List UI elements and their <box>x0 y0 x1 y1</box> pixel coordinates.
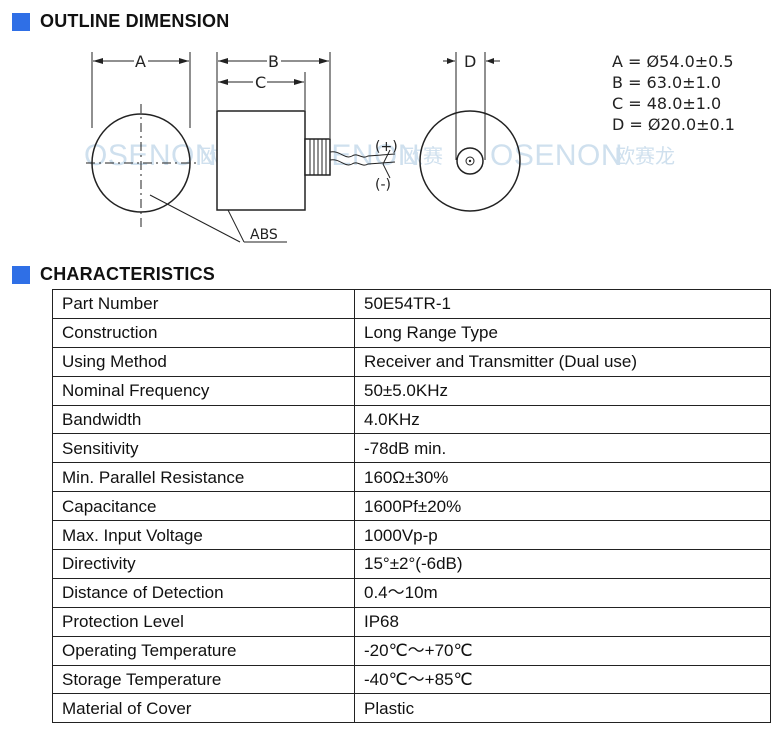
dim-label-d: D <box>464 52 476 71</box>
spec-value-cell: IP68 <box>354 606 771 637</box>
dimension-c: C = 48.0±1.0 <box>612 94 721 113</box>
spec-name-cell: Protection Level <box>52 606 355 637</box>
back-view <box>419 52 521 212</box>
outline-title: OUTLINE DIMENSION <box>40 11 230 31</box>
watermark-cn-3: 欧赛龙 <box>615 144 675 168</box>
table-row: Storage Temperature-40℃～+85℃ <box>52 664 771 695</box>
dimension-list: A = Ø54.0±0.5 B = 63.0±1.0 C = 48.0±1.0 … <box>612 52 735 134</box>
spec-name-cell: Using Method <box>52 346 355 377</box>
spec-name-cell: Construction <box>52 317 355 348</box>
spec-name-cell: Max. Input Voltage <box>52 520 355 551</box>
spec-name-cell: Bandwidth <box>52 404 355 435</box>
outline-section-header: OUTLINE DIMENSION <box>12 11 229 32</box>
dim-label-c: C <box>255 73 266 92</box>
spec-value-cell: Receiver and Transmitter (Dual use) <box>354 346 771 377</box>
table-row: Operating Temperature-20℃～+70℃ <box>52 635 771 666</box>
wire-minus-label: (-) <box>375 177 391 193</box>
spec-name-cell: Directivity <box>52 549 355 579</box>
side-view <box>149 52 396 243</box>
spec-value-cell: 4.0KHz <box>354 404 771 435</box>
dimension-d: D = Ø20.0±0.1 <box>612 115 735 134</box>
section-marker-icon <box>12 265 30 284</box>
spec-name-cell: Distance of Detection <box>52 577 355 608</box>
spec-name-cell: Material of Cover <box>52 693 355 724</box>
wire-plus-label: (+) <box>375 139 398 155</box>
spec-value-cell: Long Range Type <box>354 317 771 348</box>
spec-value-cell: -40℃～+85℃ <box>354 664 771 695</box>
dim-label-b: B <box>268 52 279 71</box>
spec-name-cell: Nominal Frequency <box>52 375 355 406</box>
characteristics-title: CHARACTERISTICS <box>40 264 216 284</box>
spec-value-cell: 160Ω±30% <box>354 462 771 493</box>
spec-value-cell: 50E54TR-1 <box>354 289 771 319</box>
spec-value-cell: 50±5.0KHz <box>354 375 771 406</box>
abs-label: ABS <box>250 227 278 243</box>
watermark-cn-2: 欧赛 <box>403 144 443 168</box>
spec-value-cell: 15°±2°(-6dB) <box>354 549 771 579</box>
spec-value-cell: -78dB min. <box>354 433 771 464</box>
spec-name-cell: Operating Temperature <box>52 635 355 666</box>
section-marker-icon <box>12 12 30 31</box>
spec-name-cell: Part Number <box>52 289 355 319</box>
watermark-brand-3: OSENON <box>490 139 623 172</box>
spec-value-cell: -20℃～+70℃ <box>354 635 771 666</box>
characteristics-section-header: CHARACTERISTICS <box>12 264 215 285</box>
watermark-brand-1: OSENON <box>84 139 217 172</box>
spec-value-cell: 1000Vp-p <box>354 520 771 551</box>
dimension-a: A = Ø54.0±0.5 <box>612 52 734 71</box>
spec-value-cell: Plastic <box>354 693 771 724</box>
spec-value-cell: 0.4～10m <box>354 577 771 608</box>
table-row: Sensitivity-78dB min. <box>52 433 771 464</box>
front-view <box>86 52 198 228</box>
spec-value-cell: 1600Pf±20% <box>354 491 771 522</box>
dimension-b: B = 63.0±1.0 <box>612 73 721 92</box>
spec-name-cell: Min. Parallel Resistance <box>52 462 355 493</box>
dim-label-a: A <box>135 52 146 71</box>
spec-name-cell: Storage Temperature <box>52 664 355 695</box>
spec-name-cell: Sensitivity <box>52 433 355 464</box>
spec-name-cell: Capacitance <box>52 491 355 522</box>
outline-drawing: OSENON 欧赛龙 OSENON 欧赛 OSENON 欧赛龙 A <box>84 52 735 243</box>
